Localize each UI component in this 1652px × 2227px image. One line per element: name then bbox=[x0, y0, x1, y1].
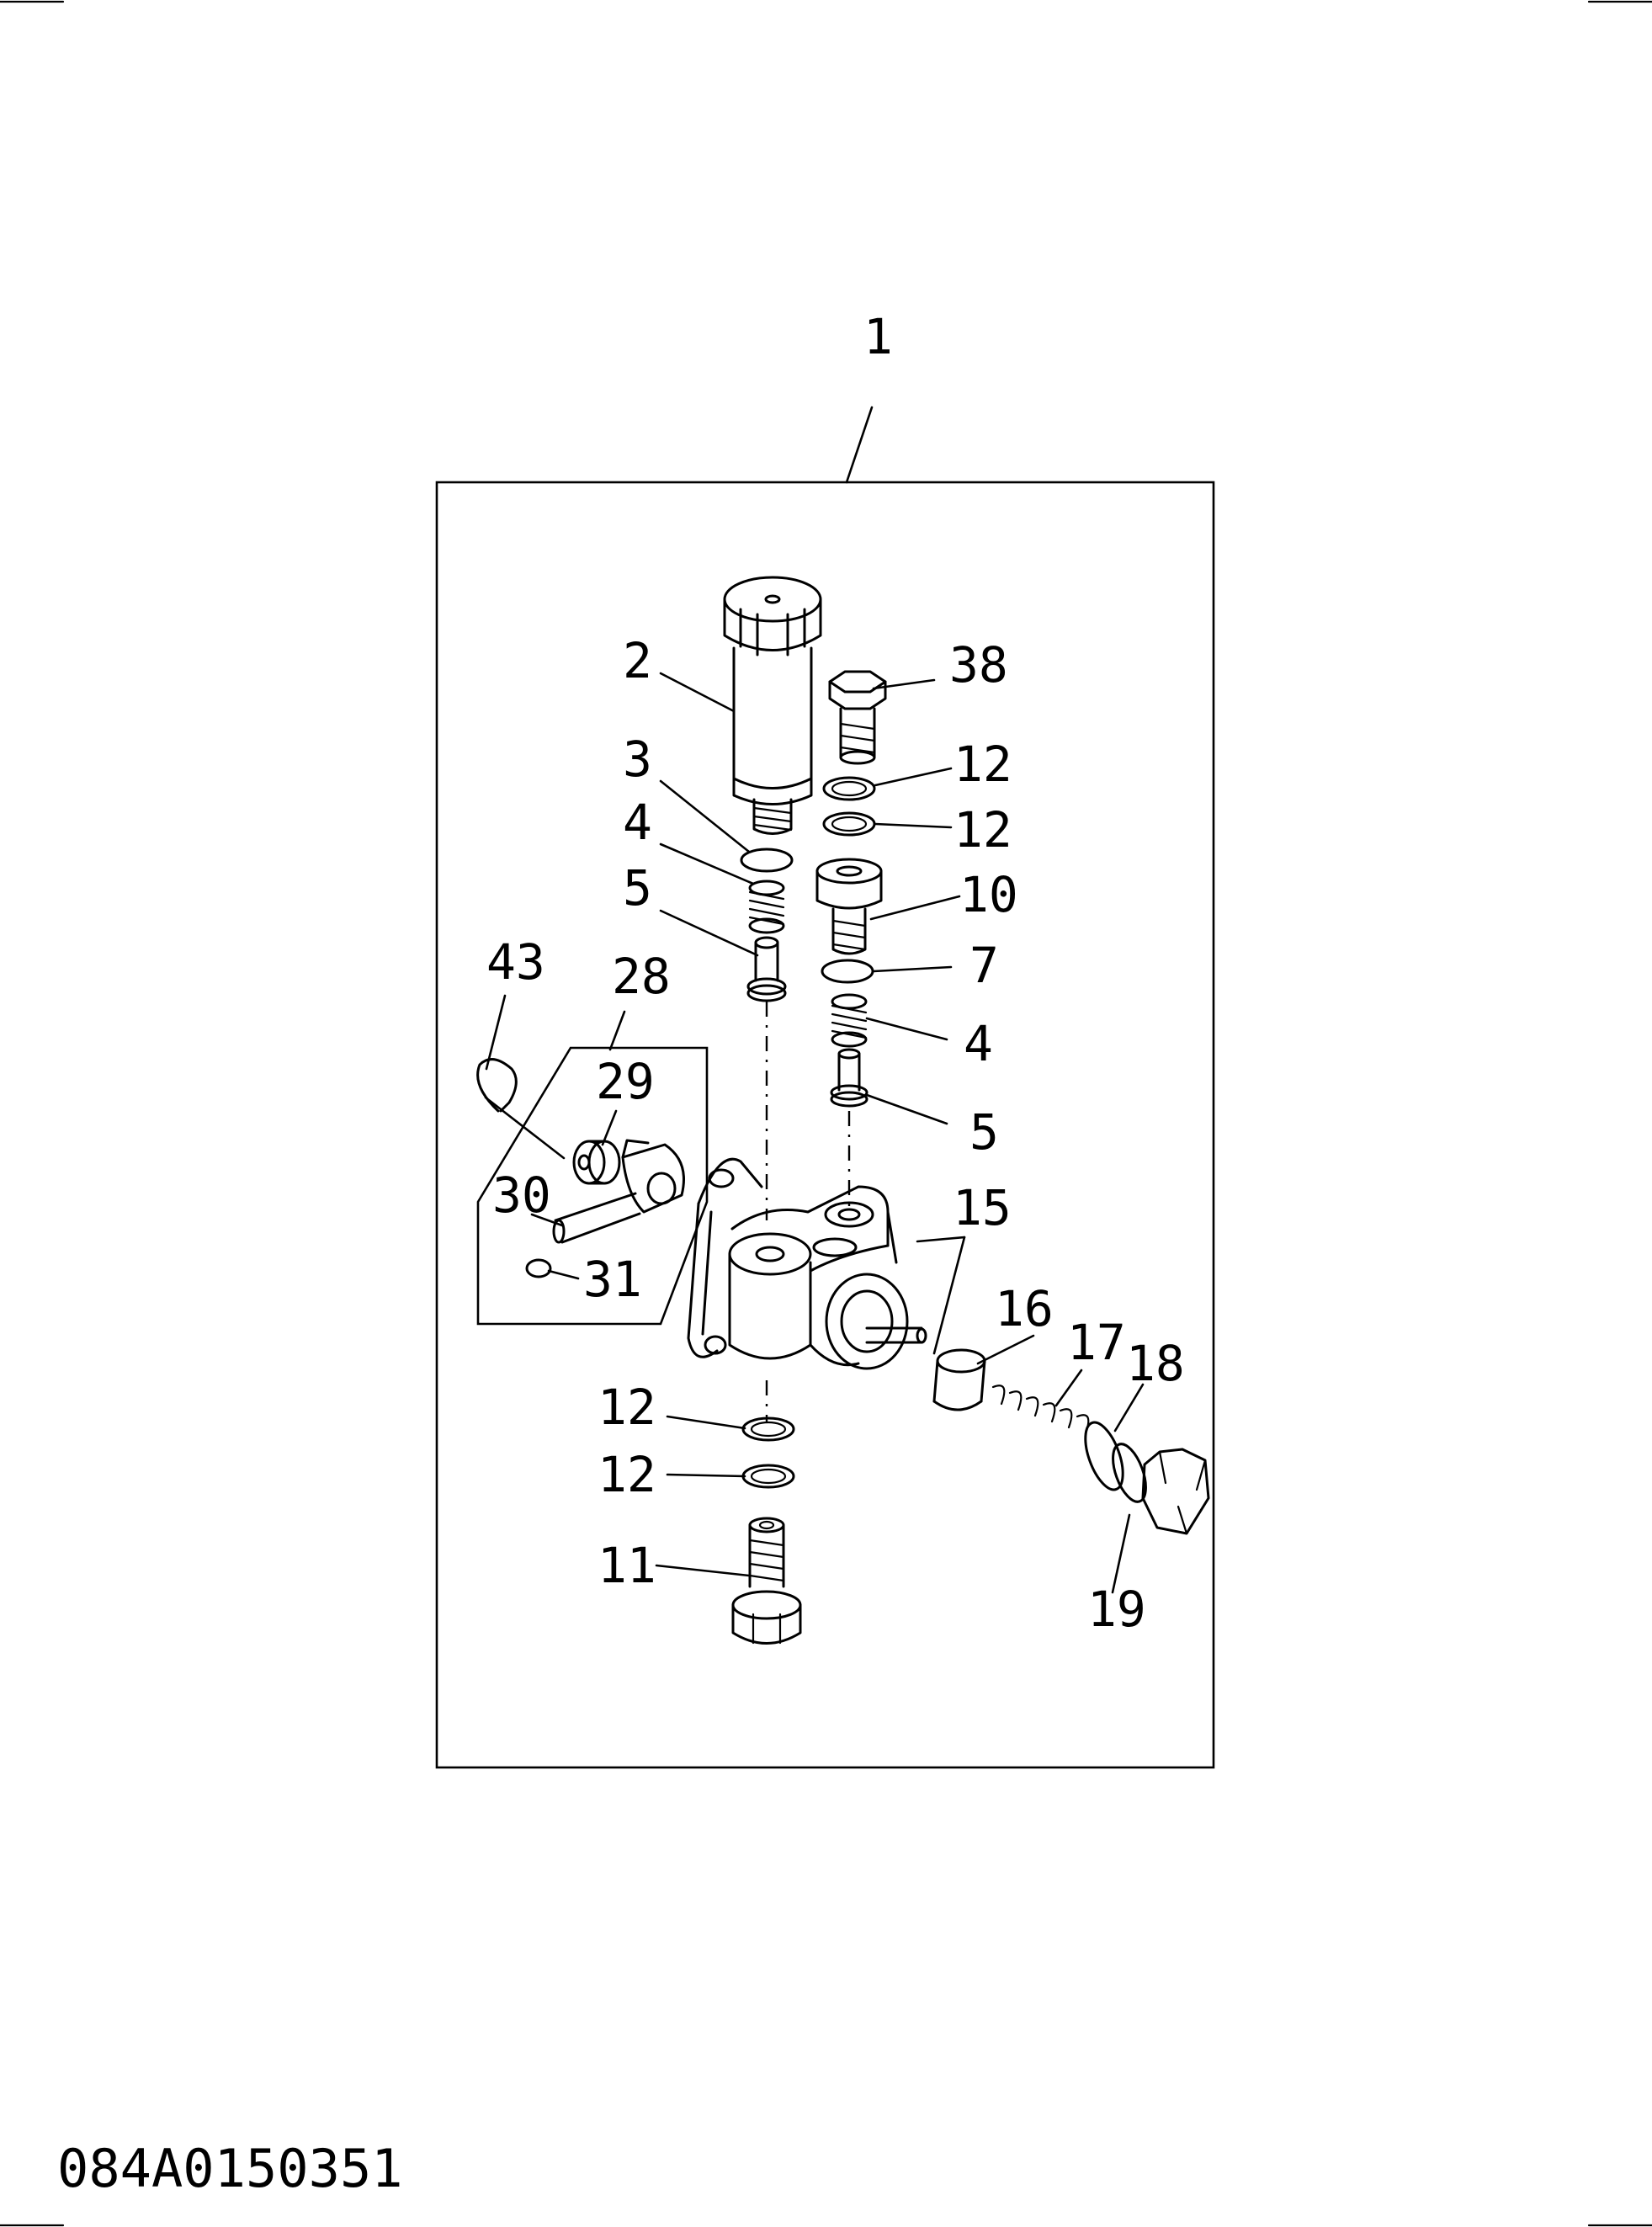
eye-bolt-11 bbox=[731, 1517, 802, 1645]
callout-15: 15 bbox=[953, 1179, 1012, 1236]
washer-12a bbox=[822, 776, 876, 801]
washer-12c bbox=[741, 1416, 795, 1442]
callout-12a: 12 bbox=[953, 736, 1012, 793]
callout-30: 30 bbox=[492, 1167, 551, 1224]
callout-38: 38 bbox=[949, 636, 1008, 694]
callout-12c: 12 bbox=[598, 1379, 656, 1436]
roller-29 bbox=[572, 1140, 621, 1185]
pin-30 bbox=[552, 1192, 641, 1244]
callout-5a: 5 bbox=[623, 859, 652, 917]
gasket-18 bbox=[1084, 1421, 1124, 1491]
callout-2: 2 bbox=[623, 632, 652, 689]
washer-12b bbox=[822, 811, 876, 837]
callout-12d: 12 bbox=[598, 1446, 656, 1503]
plug-19 bbox=[1112, 1443, 1210, 1535]
subassembly-frame bbox=[476, 1046, 709, 1326]
callout-29: 29 bbox=[596, 1053, 655, 1110]
valve-5b bbox=[830, 1048, 868, 1108]
spring-4a bbox=[748, 880, 785, 934]
callout-labels: 1 2 38 3 12 4 12 5 10 7 43 28 4 29 5 15 … bbox=[486, 308, 1185, 1638]
pin-31 bbox=[525, 1258, 552, 1278]
gasket-3 bbox=[740, 848, 794, 873]
callout-10: 10 bbox=[959, 866, 1018, 923]
callout-16: 16 bbox=[995, 1280, 1054, 1337]
callout-12b: 12 bbox=[953, 801, 1012, 858]
pump-body-15 bbox=[687, 1157, 927, 1370]
piston-16 bbox=[932, 1348, 986, 1411]
callout-19: 19 bbox=[1087, 1581, 1146, 1638]
eye-bolt-38 bbox=[828, 670, 887, 765]
leader-1 bbox=[845, 406, 874, 484]
callout-31: 31 bbox=[583, 1251, 642, 1308]
drawing-code: 084A0150351 bbox=[57, 2138, 403, 2199]
snap-ring-43 bbox=[476, 1058, 518, 1113]
callout-1: 1 bbox=[863, 308, 893, 365]
callout-4a: 4 bbox=[623, 794, 652, 851]
leader-lines bbox=[484, 672, 1145, 1594]
spring-17 bbox=[991, 1385, 1090, 1435]
priming-pump bbox=[723, 576, 822, 835]
callout-7: 7 bbox=[969, 937, 999, 994]
gasket-7 bbox=[821, 959, 874, 984]
valve-holder-10 bbox=[815, 858, 883, 955]
washer-12d bbox=[741, 1464, 795, 1489]
callout-28: 28 bbox=[612, 948, 671, 1005]
assembly-frame bbox=[435, 481, 1215, 1769]
callout-4b: 4 bbox=[964, 1015, 993, 1072]
callout-18: 18 bbox=[1126, 1335, 1185, 1392]
callout-5b: 5 bbox=[969, 1103, 999, 1161]
callout-43: 43 bbox=[486, 933, 545, 991]
callout-11: 11 bbox=[598, 1537, 656, 1594]
tappet-28 bbox=[621, 1139, 685, 1214]
spring-4b bbox=[831, 993, 868, 1048]
callout-3: 3 bbox=[623, 731, 652, 788]
callout-17: 17 bbox=[1067, 1314, 1126, 1371]
valve-5a bbox=[746, 936, 787, 1002]
